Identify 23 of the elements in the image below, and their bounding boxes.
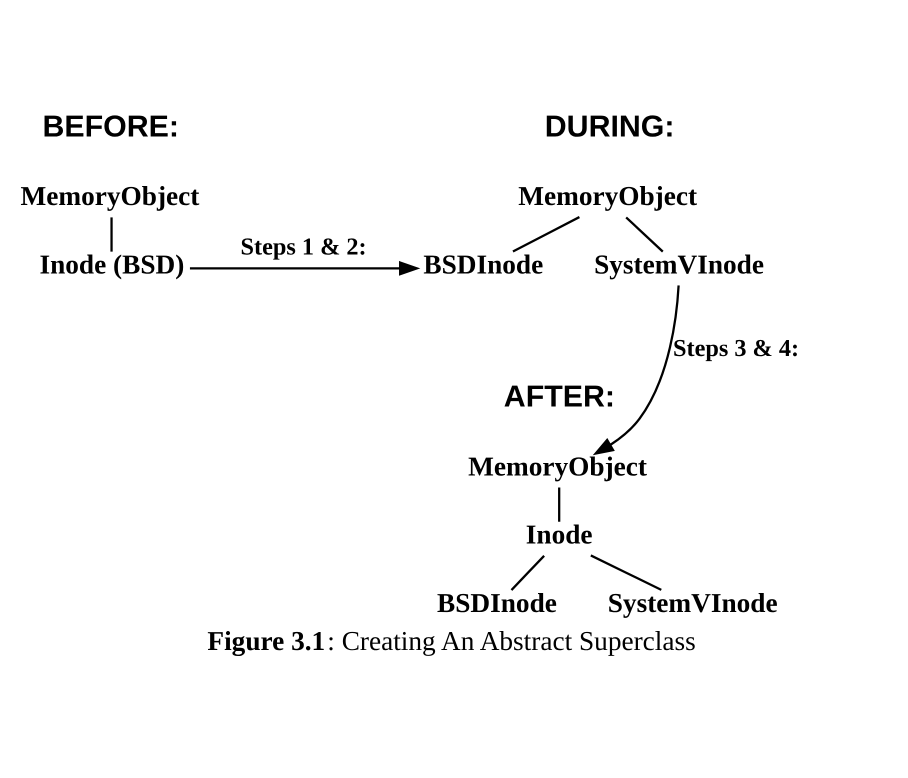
node-text: BSDInode: [423, 250, 544, 280]
connector: [510, 555, 545, 591]
node-text: MemoryObject: [20, 181, 200, 212]
node-text: SystemVInode: [608, 588, 778, 618]
node-text: SystemVInode: [594, 250, 764, 280]
arrow: [190, 260, 420, 276]
node-text: Inode: [526, 520, 593, 550]
node-text: BEFORE:: [42, 110, 179, 144]
connector: [625, 216, 664, 252]
edge-label: Steps 1 & 2:: [240, 233, 367, 260]
node-text: AFTER:: [504, 380, 615, 414]
node-text: MemoryObject: [468, 451, 647, 482]
caption: Figure 3.1: Creating An Abstract Superclass: [207, 626, 696, 656]
connector: [590, 554, 662, 591]
node-text: DURING:: [544, 110, 675, 144]
node-text: Inode (BSD): [39, 250, 184, 280]
node-text: MemoryObject: [518, 181, 698, 212]
node-text: BSDInode: [437, 588, 557, 618]
connector: [512, 216, 580, 252]
edge-label: Steps 3 & 4:: [672, 335, 800, 362]
arrow: [592, 285, 680, 456]
connector: [110, 217, 113, 252]
connector: [558, 488, 560, 522]
